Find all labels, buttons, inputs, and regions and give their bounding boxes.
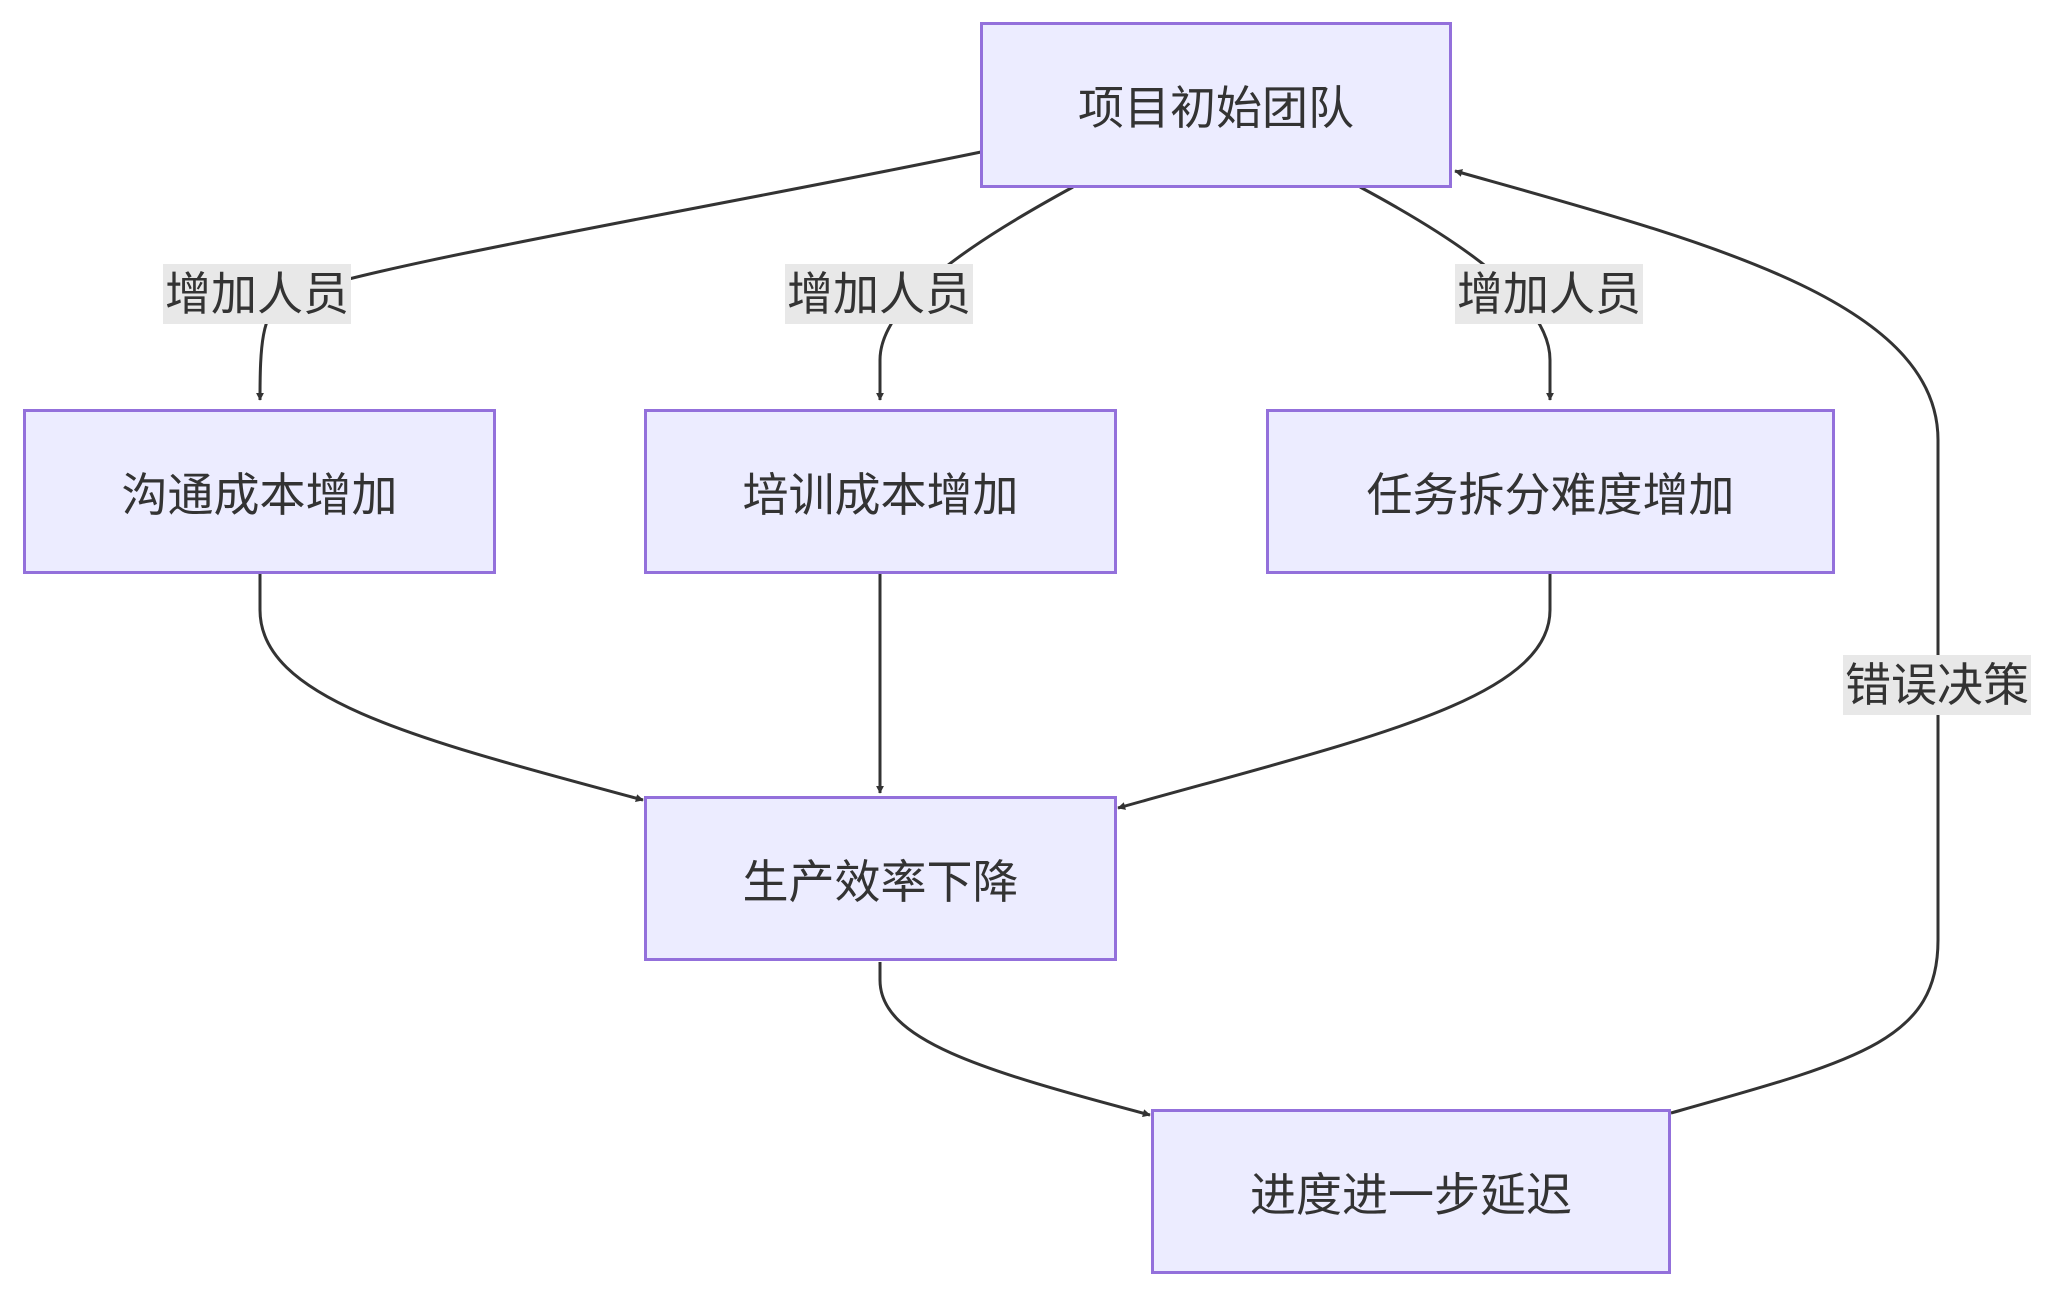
edge-label-add-people-3: 增加人员 bbox=[1455, 264, 1643, 324]
edge-delay-to-initial bbox=[1454, 169, 1940, 1115]
edge-tasksplit-to-productivity bbox=[1117, 574, 1552, 810]
edge-communication-to-productivity bbox=[258, 574, 644, 802]
node-task-split: 任务拆分难度增加 bbox=[1266, 409, 1835, 574]
node-communication-cost: 沟通成本增加 bbox=[23, 409, 496, 574]
edge-label-add-people-2: 增加人员 bbox=[785, 264, 973, 324]
node-initial-team-label: 项目初始团队 bbox=[1078, 81, 1354, 135]
node-schedule-delay: 进度进一步延迟 bbox=[1151, 1109, 1671, 1274]
node-task-split-label: 任务拆分难度增加 bbox=[1366, 467, 1735, 522]
node-initial-team: 项目初始团队 bbox=[980, 22, 1452, 188]
edge-productivity-to-delay bbox=[878, 962, 1151, 1118]
node-training-cost-label: 培训成本增加 bbox=[742, 467, 1019, 522]
node-schedule-delay-label: 进度进一步延迟 bbox=[1250, 1167, 1572, 1222]
edge-label-add-people-1: 增加人员 bbox=[163, 264, 351, 324]
edge-initial-to-communication bbox=[256, 150, 982, 401]
node-training-cost: 培训成本增加 bbox=[644, 409, 1117, 574]
node-productivity-drop-label: 生产效率下降 bbox=[742, 854, 1019, 909]
edge-label-wrong-decision: 错误决策 bbox=[1843, 655, 2031, 715]
node-productivity-drop: 生产效率下降 bbox=[644, 796, 1117, 961]
node-communication-cost-label: 沟通成本增加 bbox=[121, 467, 398, 522]
